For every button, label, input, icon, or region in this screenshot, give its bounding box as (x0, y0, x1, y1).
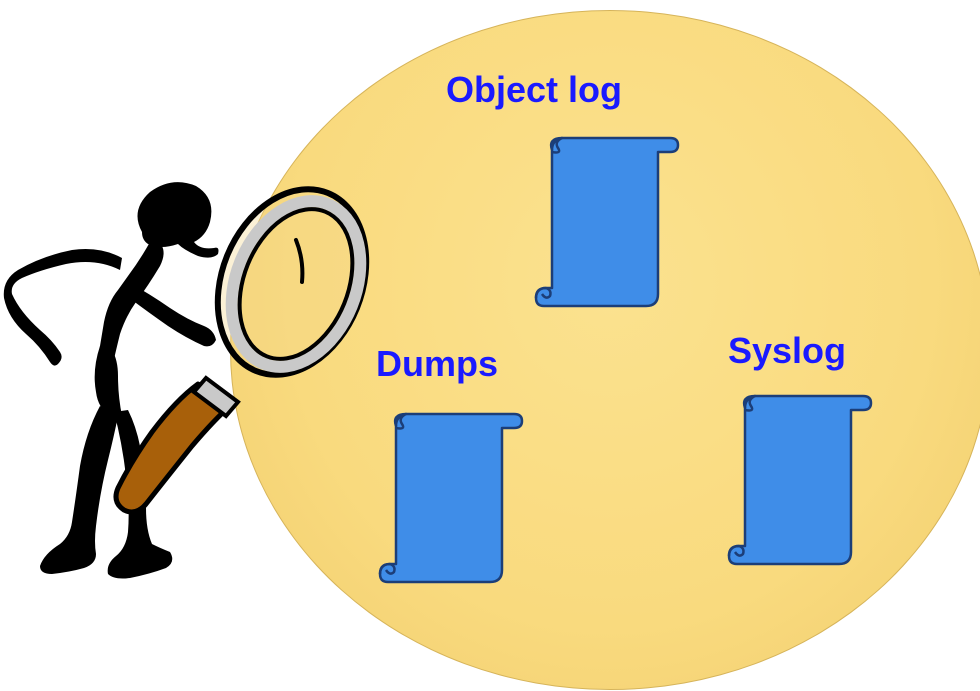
dumps-label: Dumps (376, 343, 499, 384)
magnifying-glass-icon (113, 186, 370, 515)
dumps-scroll-icon (378, 412, 524, 584)
syslog-label: Syslog (728, 330, 847, 371)
background-ellipse (230, 10, 980, 690)
syslog-scroll-icon (727, 394, 873, 566)
figure-head (137, 182, 219, 258)
object-log-scroll-icon (534, 136, 680, 308)
object-log-label: Object log (446, 69, 623, 110)
detective-figure-icon (3, 182, 370, 579)
